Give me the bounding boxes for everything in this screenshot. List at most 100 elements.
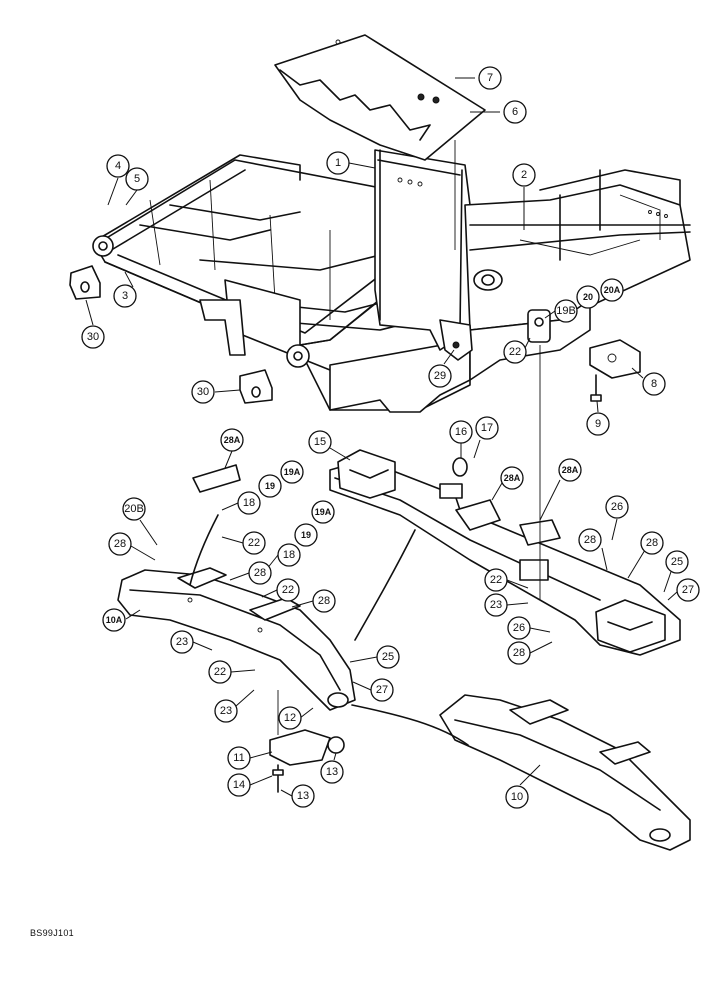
callout-28a-right: 28A	[539, 458, 582, 521]
callout-label: 17	[481, 422, 493, 434]
callout-8: 8	[631, 367, 666, 396]
callout-19a-mid: 19	[294, 523, 318, 547]
callout-30-bottom: 30	[191, 380, 241, 404]
callout-label: 19A	[284, 467, 301, 477]
callout-19a-top: 19	[258, 474, 282, 498]
callout-29: 29	[428, 349, 455, 388]
assembly-leaders	[189, 140, 541, 746]
callout-label: 28A	[504, 473, 521, 483]
callout-label: 19B	[556, 305, 576, 317]
callout-label: 7	[487, 72, 493, 84]
callout-20b: 20A	[600, 278, 624, 302]
axle-carrier	[329, 449, 681, 656]
callout-label: 8	[651, 378, 657, 390]
callout-label: 3	[122, 290, 128, 302]
callout-label: 27	[682, 584, 694, 596]
callout-label: 22	[509, 346, 521, 358]
callout-label: 28	[114, 538, 126, 550]
callout-22-right: 23	[484, 593, 529, 617]
callout-17: 16	[449, 420, 473, 458]
figure-code: BS99J101	[30, 928, 74, 938]
callout-label: 14	[233, 779, 245, 791]
callout-22-b: 23	[214, 689, 255, 723]
callout-label: 23	[220, 705, 232, 717]
callout-15: 14	[227, 773, 273, 797]
callout-12: 13	[320, 752, 344, 784]
callout-20: 19B	[544, 299, 578, 323]
callout-25-top: 26	[605, 495, 629, 541]
callout-label: 28	[584, 534, 596, 546]
callout-label: 20	[583, 292, 593, 302]
callout-21-top: 22	[503, 337, 531, 364]
callout-9: 9	[586, 400, 610, 436]
callout-5: 5	[125, 167, 149, 206]
callout-label: 6	[512, 106, 518, 118]
callout-4: 4	[106, 154, 130, 206]
callout-label: 1	[335, 157, 341, 169]
callout-label: 11	[233, 752, 244, 764]
callout-label: 28	[318, 595, 330, 607]
callout-label: 23	[176, 636, 188, 648]
callout-label: 16	[455, 426, 467, 438]
callout-27-bottom: 28	[507, 641, 553, 665]
callout-19-mid: 18	[261, 543, 301, 576]
callout-11: 11	[227, 746, 273, 770]
callout-25-bottom: 26	[507, 616, 551, 640]
callout-6: 6	[470, 100, 527, 124]
callout-26-a: 27	[352, 678, 394, 702]
callout-label: 26	[611, 501, 623, 513]
callout-label: 2	[521, 169, 527, 181]
callout-23-a: 25	[349, 645, 400, 669]
callout-19-top: 18	[221, 491, 261, 515]
callout-label: 28A	[562, 465, 579, 475]
callout-label: 29	[434, 370, 446, 382]
callout-label: 10A	[106, 615, 123, 625]
callout-19b-mid: 19A	[311, 500, 335, 524]
callout-label: 19A	[315, 507, 332, 517]
callout-21-c: 22	[208, 660, 256, 684]
callout-label: 22	[490, 574, 502, 586]
callout-19b-top: 19A	[280, 460, 304, 484]
mount-bracket	[589, 339, 641, 402]
callout-label: 25	[671, 556, 683, 568]
callout-label: 20A	[604, 285, 621, 295]
callout-28a-center: 28A	[491, 466, 524, 501]
callout-21-right: 22	[484, 568, 529, 592]
callout-2: 2	[512, 163, 536, 230]
callout-28a-left: 28A	[220, 428, 244, 469]
cushion-blocks	[69, 265, 273, 404]
callout-label: 5	[134, 173, 140, 185]
callout-label: 20B	[124, 503, 144, 515]
callout-21-b: 22	[261, 578, 300, 602]
main-frame	[92, 149, 691, 413]
callout-18: 17	[473, 416, 499, 459]
axle-10a	[117, 464, 356, 793]
callout-label: 18	[243, 497, 255, 509]
callout-label: 28	[646, 537, 658, 549]
callout-label: 28	[513, 647, 525, 659]
callout-label: 10	[511, 791, 523, 803]
callout-label: 25	[382, 651, 394, 663]
callout-label: 13	[326, 766, 338, 778]
cover-plate	[274, 34, 486, 161]
callout-label: 22	[282, 584, 294, 596]
callout-label: 12	[284, 712, 296, 724]
callout-label: 4	[115, 160, 121, 172]
callout-label: 18	[283, 549, 295, 561]
callout-26-b: 27	[667, 578, 700, 602]
callout-16: 15	[308, 430, 351, 461]
callout-24: 20B	[122, 497, 158, 546]
callout-label: 22	[214, 666, 226, 678]
callout-label: 19	[301, 530, 311, 540]
callout-28-b: 28	[291, 589, 336, 613]
callout-10a: 10A	[102, 608, 141, 632]
callout-30-top: 30	[81, 299, 105, 349]
callout-23-b: 25	[663, 550, 689, 593]
callout-27-mid: 28	[578, 528, 608, 571]
callout-22-a: 23	[170, 630, 213, 654]
callout-27-left: 28	[108, 532, 156, 561]
callout-label: 15	[314, 436, 326, 448]
callout-label: 28A	[224, 435, 241, 445]
callout-13: 12	[278, 706, 314, 730]
